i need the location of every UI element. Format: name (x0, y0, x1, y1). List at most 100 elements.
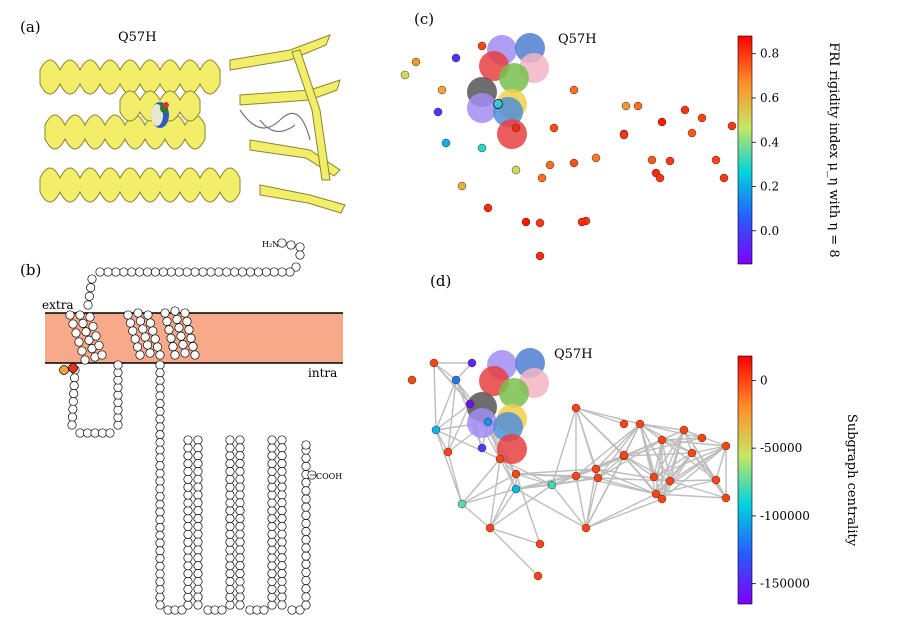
residue-bead (145, 348, 155, 358)
residue-bead (277, 561, 287, 571)
network-node (535, 539, 545, 549)
residue-bead (277, 600, 287, 610)
residue-bead (235, 498, 245, 508)
residue-bead (113, 412, 123, 423)
residue-bead (155, 453, 165, 463)
intra-label: intra (308, 366, 337, 380)
residue-bead (301, 453, 311, 463)
membrane-topology-diagram: extra intra H₂N COOH (42, 238, 343, 615)
colorbar-tick-label: 0.8 (760, 47, 779, 61)
residue-bead (155, 569, 165, 579)
colorbar-title: FRI rigidity index μ_η with η = 8 (826, 42, 841, 257)
scatter-point (577, 217, 587, 227)
residue-bead (193, 561, 203, 571)
residue-bead (295, 242, 305, 252)
residue-bead (183, 498, 193, 508)
residue-bead (267, 459, 277, 469)
scatter-point (511, 165, 521, 175)
residue-bead (86, 283, 96, 293)
residue-bead (193, 592, 203, 602)
residue-bead (225, 529, 235, 539)
residue-bead (71, 328, 81, 338)
residue-bead (119, 267, 129, 277)
residue-bead (225, 545, 235, 555)
residue-bead (193, 459, 203, 469)
scatter-point (433, 107, 443, 117)
residue-bead (301, 494, 311, 504)
network-edge (433, 362, 437, 431)
residue-bead (225, 498, 235, 508)
network-edge (461, 503, 491, 529)
residue-bead (267, 545, 277, 555)
network-edge (575, 407, 625, 456)
residue-bead (237, 267, 248, 277)
colorbar-tick-label: 0.2 (760, 180, 779, 194)
network-node (619, 419, 629, 429)
residue-bead (277, 584, 287, 594)
residue-bead (245, 267, 255, 277)
network-node (407, 375, 417, 385)
residue-bead (235, 506, 245, 516)
residue-bead (277, 506, 287, 516)
network-node (431, 425, 441, 435)
panel-b-label: (b) (20, 261, 42, 279)
residue-bead (225, 466, 235, 476)
residue-bead (277, 238, 287, 248)
residue-bead (127, 267, 137, 277)
network-node (635, 419, 645, 429)
residue-bead (97, 350, 107, 360)
residue-bead (113, 390, 123, 400)
network-edge (661, 439, 727, 447)
residue-bead (75, 310, 85, 320)
residue-bead (235, 482, 245, 492)
residue-bead (183, 490, 193, 500)
residue-bead (267, 498, 277, 508)
residue-bead (267, 506, 277, 516)
residue-bead (183, 474, 193, 484)
residue-bead (183, 443, 193, 453)
residue-bead (155, 577, 165, 587)
residue-bead (225, 482, 235, 492)
panel-a-title: Q57H (118, 30, 157, 45)
residue-bead (135, 350, 145, 360)
residue-bead (267, 600, 277, 610)
colorbar-tick-label: 0.4 (760, 135, 779, 149)
residue-bead (74, 337, 84, 347)
network-edge (489, 527, 539, 577)
residue-bead (295, 605, 305, 615)
residue-bead (155, 445, 165, 455)
residue-bead (155, 553, 165, 564)
panel-c-title: Q57H (558, 32, 597, 47)
network-edge (515, 488, 587, 529)
residue-bead (75, 428, 85, 438)
residue-bead (193, 514, 203, 524)
ligand-atom (499, 63, 529, 93)
network-edge (595, 423, 641, 470)
residue-bead (188, 342, 198, 352)
residue-bead (180, 308, 190, 318)
residue-bead (235, 514, 245, 524)
residue-bead (155, 414, 165, 424)
residue-bead (267, 561, 277, 571)
residue-bead (155, 499, 165, 509)
network-edge (585, 493, 657, 529)
scatter-point (437, 85, 447, 95)
residue-bead (267, 576, 277, 586)
colorbar-tick-label: 0.6 (760, 91, 779, 105)
scatter-point (511, 123, 521, 133)
residue-bead (155, 422, 165, 432)
network-node (495, 454, 505, 464)
network-edge (489, 484, 553, 529)
residue-bead (277, 576, 287, 586)
residue-bead (183, 592, 193, 602)
residue-bead (183, 459, 193, 469)
network-node (457, 499, 467, 509)
residue-bead (225, 600, 235, 610)
residue-bead (193, 482, 203, 492)
residue-bead (267, 514, 277, 524)
residue-bead (193, 600, 203, 610)
residue-bead (225, 459, 235, 469)
residue-bead (183, 506, 193, 516)
residue-bead (174, 323, 184, 333)
